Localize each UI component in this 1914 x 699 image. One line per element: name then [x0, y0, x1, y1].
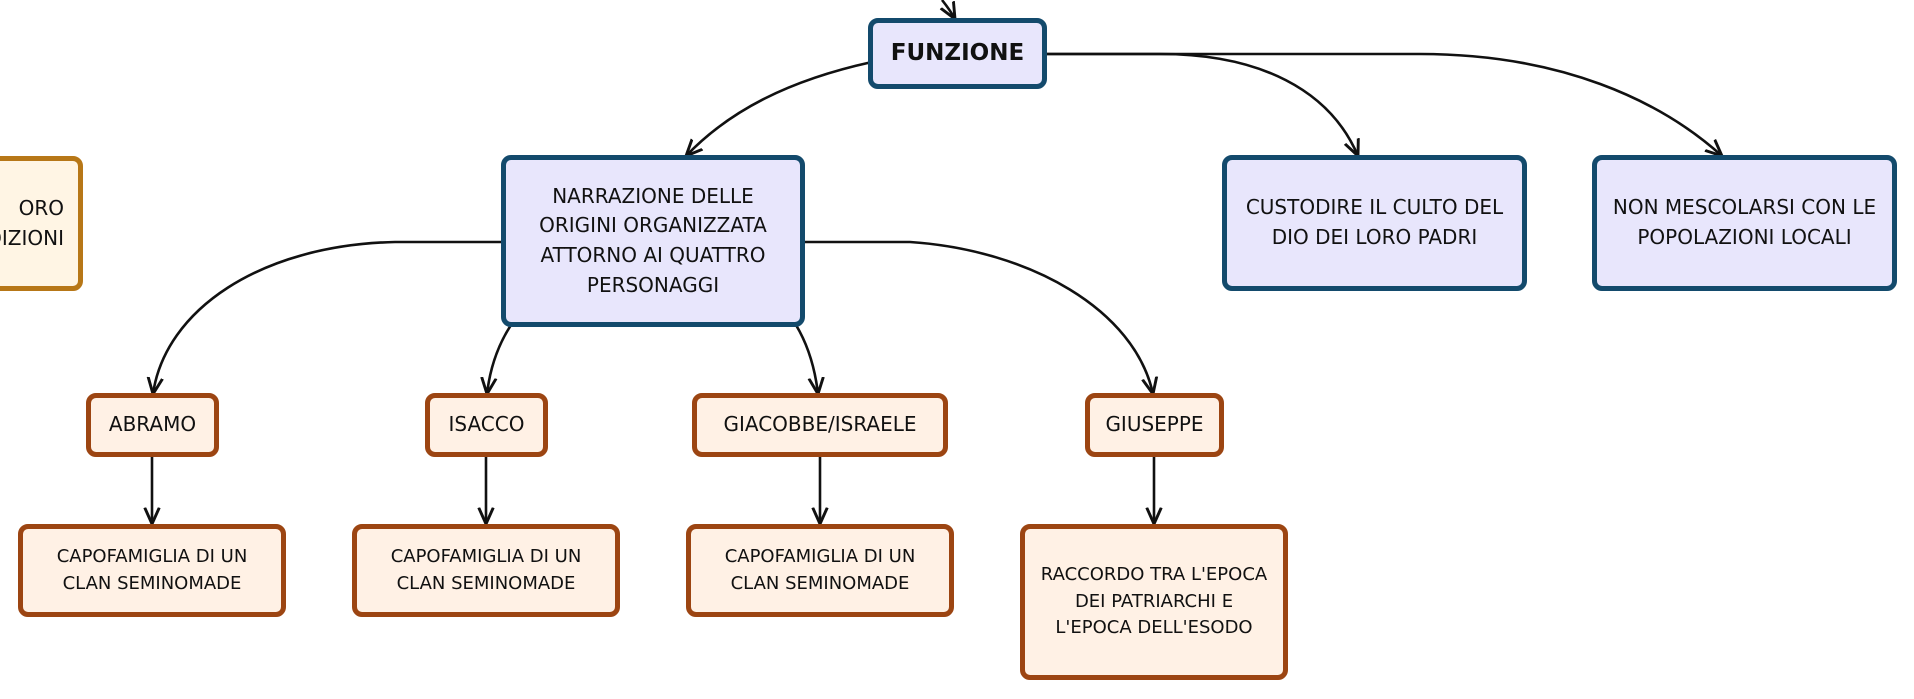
- edge-incoming-to-funzione: [942, 0, 955, 19]
- node-custodire[interactable]: CUSTODIRE IL CULTO DEL DIO DEI LORO PADR…: [1222, 155, 1527, 291]
- partial-left-line-1: ORO: [18, 195, 64, 220]
- node-isacco[interactable]: ISACCO: [425, 393, 548, 457]
- partial-left-text: ORO DIZIONI: [0, 194, 64, 253]
- edge-narrazione-to-isacco: [487, 324, 513, 394]
- edge-funzione-to-narrazione: [686, 60, 873, 156]
- node-isacco-desc[interactable]: CAPOFAMIGLIA DI UN CLAN SEMINOMADE: [352, 524, 620, 617]
- node-non-mescolarsi[interactable]: NON MESCOLARSI CON LE POPOLAZIONI LOCALI: [1592, 155, 1897, 291]
- node-giuseppe[interactable]: GIUSEPPE: [1085, 393, 1224, 457]
- node-narrazione[interactable]: NARRAZIONE DELLE ORIGINI ORGANIZZATA ATT…: [501, 155, 805, 327]
- node-giacobbe[interactable]: GIACOBBE/ISRAELE: [692, 393, 948, 457]
- node-giuseppe-label: GIUSEPPE: [1105, 412, 1204, 437]
- edge-narrazione-to-giuseppe: [803, 240, 1153, 394]
- node-partial-left[interactable]: ORO DIZIONI: [0, 156, 83, 291]
- edge-narrazione-to-abramo: [153, 240, 502, 394]
- node-custodire-label: CUSTODIRE IL CULTO DEL DIO DEI LORO PADR…: [1245, 195, 1504, 249]
- node-abramo-desc[interactable]: CAPOFAMIGLIA DI UN CLAN SEMINOMADE: [18, 524, 286, 617]
- node-abramo[interactable]: ABRAMO: [86, 393, 219, 457]
- node-giacobbe-desc[interactable]: CAPOFAMIGLIA DI UN CLAN SEMINOMADE: [686, 524, 954, 617]
- node-giuseppe-desc-label: RACCORDO TRA L'EPOCA DEI PATRIARCHI E L'…: [1040, 564, 1268, 639]
- partial-left-line-2: DIZIONI: [0, 225, 64, 250]
- node-giuseppe-desc[interactable]: RACCORDO TRA L'EPOCA DEI PATRIARCHI E L'…: [1020, 524, 1288, 680]
- node-funzione[interactable]: FUNZIONE: [868, 18, 1047, 89]
- node-abramo-label: ABRAMO: [108, 412, 197, 437]
- node-funzione-label: FUNZIONE: [890, 40, 1025, 67]
- edge-funzione-to-custodire: [1046, 52, 1358, 156]
- node-isacco-desc-label: CAPOFAMIGLIA DI UN CLAN SEMINOMADE: [390, 545, 582, 594]
- edge-narrazione-to-giacobbe: [794, 324, 818, 394]
- node-giacobbe-desc-label: CAPOFAMIGLIA DI UN CLAN SEMINOMADE: [724, 545, 916, 594]
- node-giacobbe-label: GIACOBBE/ISRAELE: [723, 412, 917, 437]
- edge-funzione-to-non-mescolarsi: [1046, 52, 1722, 156]
- node-narrazione-label: NARRAZIONE DELLE ORIGINI ORGANIZZATA ATT…: [539, 183, 767, 297]
- node-non-mescolarsi-label: NON MESCOLARSI CON LE POPOLAZIONI LOCALI: [1612, 195, 1877, 249]
- node-isacco-label: ISACCO: [448, 412, 525, 437]
- node-abramo-desc-label: CAPOFAMIGLIA DI UN CLAN SEMINOMADE: [56, 545, 248, 594]
